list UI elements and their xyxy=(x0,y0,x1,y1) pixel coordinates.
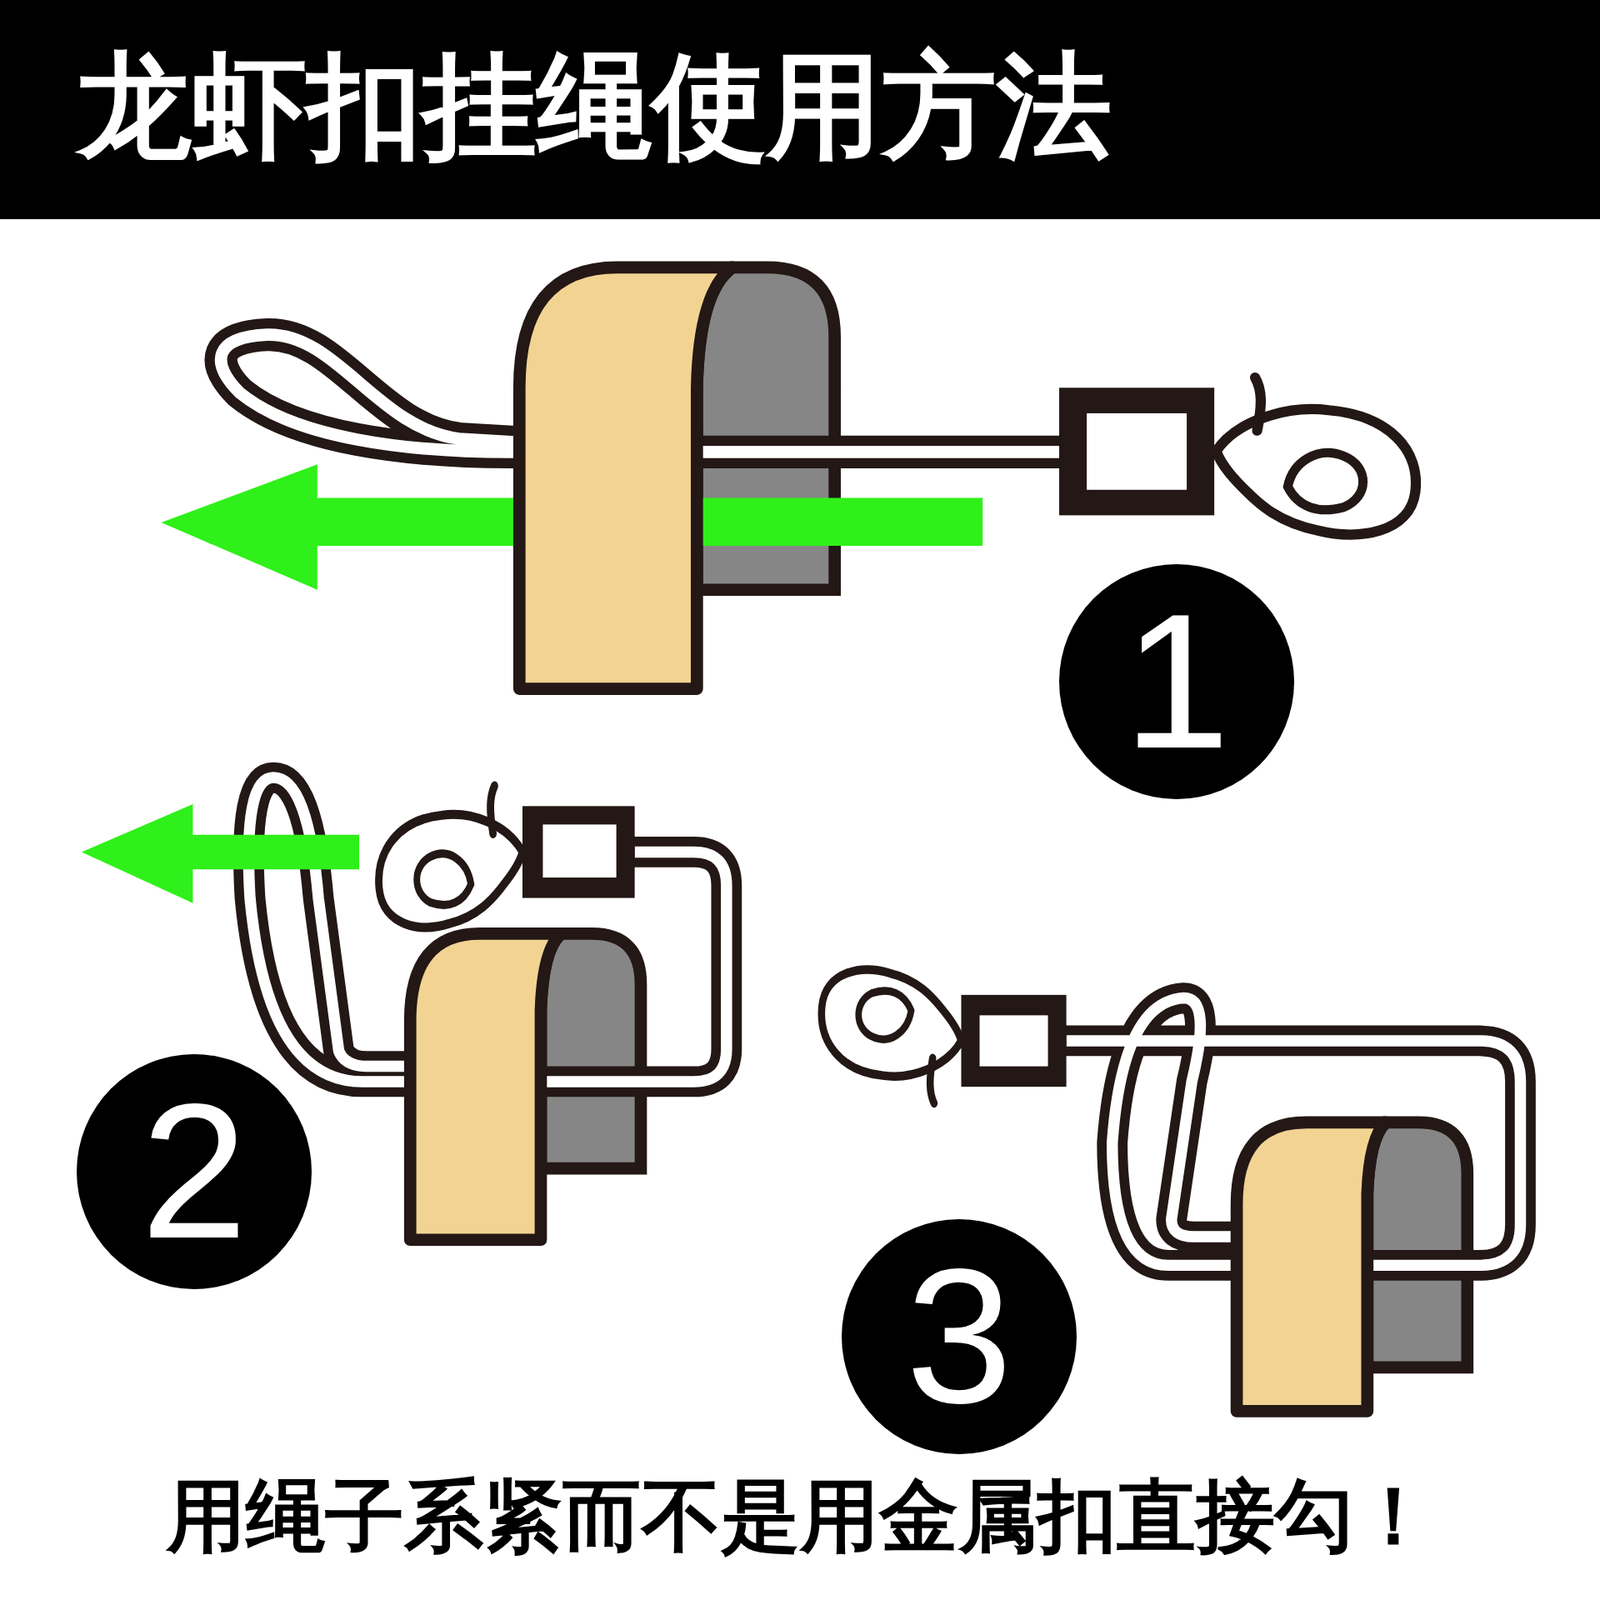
warning-caption: 用绳子系紧而不是用金属扣直接勾！ xyxy=(0,1468,1600,1564)
page-title: 龙虾扣挂绳使用方法 xyxy=(76,43,1112,170)
step-number: 2 xyxy=(140,1075,248,1268)
step-number-circle: 3 xyxy=(841,1219,1077,1455)
step-number: 3 xyxy=(905,1240,1013,1433)
step-number-circle: 1 xyxy=(1059,564,1295,800)
step-number-circle: 2 xyxy=(76,1054,312,1290)
step-number: 1 xyxy=(1123,585,1230,778)
